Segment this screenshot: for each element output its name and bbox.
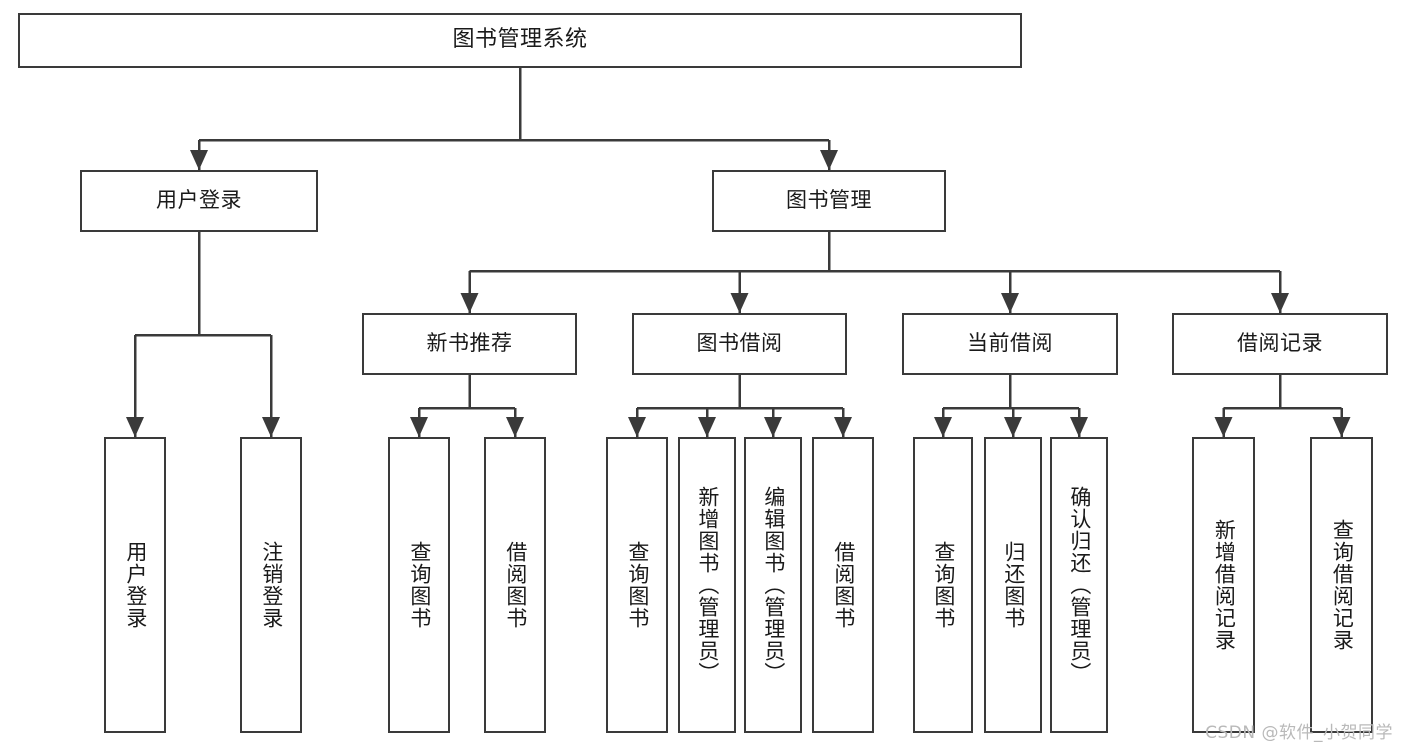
node-leaf-8[interactable]: 借阅图书 bbox=[812, 437, 874, 733]
node-label: 新增图书（管理员） bbox=[695, 486, 720, 684]
node-leaf-3[interactable]: 查询图书 bbox=[388, 437, 450, 733]
node-borrow[interactable]: 图书借阅 bbox=[632, 313, 847, 375]
node-label: 图书管理系统 bbox=[452, 27, 588, 53]
node-records[interactable]: 借阅记录 bbox=[1172, 313, 1388, 375]
node-label: 借阅图书 bbox=[831, 541, 856, 629]
watermark: CSDN @软件_小贺同学 bbox=[1205, 723, 1393, 743]
node-leaf-2[interactable]: 注销登录 bbox=[240, 437, 302, 733]
node-label: 编辑图书（管理员） bbox=[761, 486, 786, 684]
node-label: 新增借阅记录 bbox=[1212, 519, 1237, 651]
node-leaf-6[interactable]: 新增图书（管理员） bbox=[678, 437, 736, 733]
node-label: 图书借阅 bbox=[696, 331, 783, 356]
node-label: 新书推荐 bbox=[426, 331, 513, 356]
node-leaf-9[interactable]: 查询图书 bbox=[913, 437, 973, 733]
node-leaf-5[interactable]: 查询图书 bbox=[606, 437, 668, 733]
node-leaf-7[interactable]: 编辑图书（管理员） bbox=[744, 437, 802, 733]
node-label: 查询图书 bbox=[625, 541, 650, 629]
node-leaf-1[interactable]: 用户登录 bbox=[104, 437, 166, 733]
node-label: 注销登录 bbox=[259, 541, 284, 629]
node-label: 用户登录 bbox=[156, 188, 242, 213]
node-newbook[interactable]: 新书推荐 bbox=[362, 313, 577, 375]
node-leaf-12[interactable]: 新增借阅记录 bbox=[1192, 437, 1255, 733]
node-login[interactable]: 用户登录 bbox=[80, 170, 318, 232]
node-label: 查询图书 bbox=[407, 541, 432, 629]
node-label: 借阅图书 bbox=[503, 541, 528, 629]
node-bookmgmt[interactable]: 图书管理 bbox=[712, 170, 946, 232]
node-leaf-13[interactable]: 查询借阅记录 bbox=[1310, 437, 1373, 733]
node-root[interactable]: 图书管理系统 bbox=[18, 13, 1022, 68]
node-label: 借阅记录 bbox=[1237, 331, 1323, 356]
node-label: 图书管理 bbox=[786, 188, 872, 213]
node-label: 查询借阅记录 bbox=[1330, 519, 1355, 651]
node-leaf-11[interactable]: 确认归还（管理员） bbox=[1050, 437, 1108, 733]
node-label: 确认归还（管理员） bbox=[1067, 486, 1092, 684]
node-label: 归还图书 bbox=[1001, 541, 1026, 629]
node-current[interactable]: 当前借阅 bbox=[902, 313, 1118, 375]
node-label: 当前借阅 bbox=[967, 331, 1053, 356]
node-leaf-4[interactable]: 借阅图书 bbox=[484, 437, 546, 733]
node-leaf-10[interactable]: 归还图书 bbox=[984, 437, 1042, 733]
node-label: 查询图书 bbox=[931, 541, 956, 629]
node-label: 用户登录 bbox=[123, 541, 148, 629]
